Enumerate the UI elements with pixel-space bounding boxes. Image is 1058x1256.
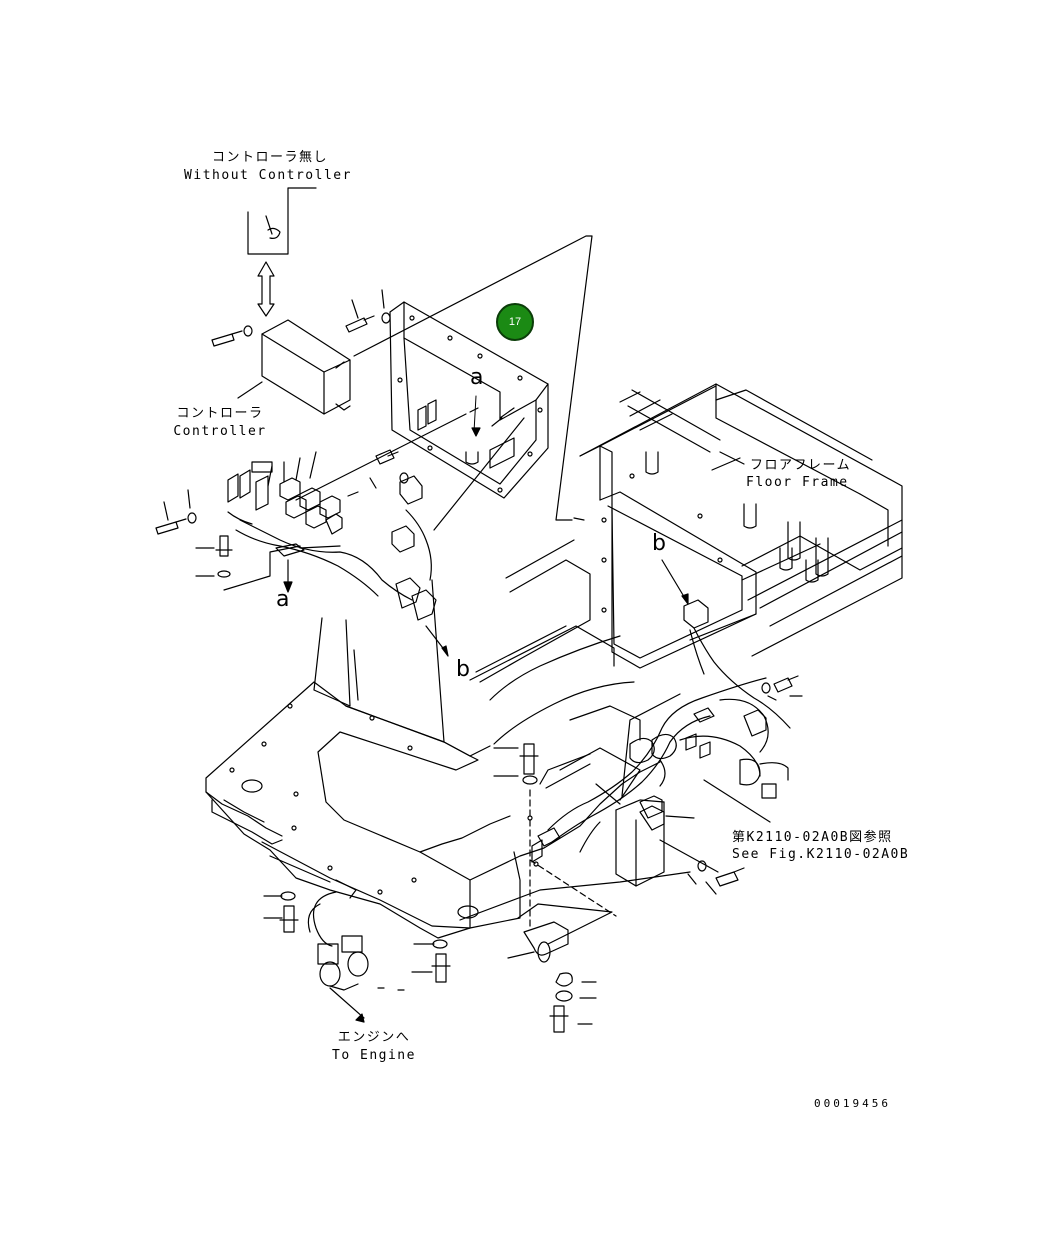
- center-bolt: [493, 743, 539, 785]
- bracket-leader: [223, 545, 301, 591]
- see-fig-leader: [703, 779, 771, 823]
- controller-jp-label: コントローラ: [176, 406, 264, 421]
- relay-bolt: [155, 489, 197, 535]
- controller-leader: [237, 381, 263, 399]
- main-harness: [531, 677, 789, 863]
- arrowhead-b-left: [441, 645, 449, 657]
- marker-b-right: b: [652, 531, 666, 556]
- callout-number: 17: [508, 316, 522, 328]
- panel-assembly: [389, 301, 549, 499]
- engine-connectors: [307, 879, 369, 1023]
- floor-frame: [579, 383, 903, 657]
- without-controller-en-label: Without Controller: [184, 168, 352, 183]
- controller-en-label: Controller: [173, 424, 267, 439]
- arrowhead-a-lower: [283, 581, 293, 593]
- controller-bolt: [211, 325, 253, 347]
- see-fig-en-label: See Fig.K2110-02A0B: [732, 847, 910, 862]
- harness-leader: [295, 413, 467, 501]
- right-bolt-upper: [761, 675, 803, 701]
- connector-leader: [433, 417, 525, 531]
- arrowhead-b-right: [681, 593, 689, 605]
- small-bolt-left: [195, 535, 233, 578]
- relay-block: [227, 451, 413, 601]
- floor-frame-en-label: Floor Frame: [746, 475, 849, 490]
- to-engine-jp-label: エンジンへ: [337, 1030, 411, 1045]
- lower-left-bolts: [263, 891, 299, 933]
- marker-a-upper: a: [470, 365, 484, 390]
- rear-panel: [469, 445, 757, 683]
- central-post: [539, 693, 681, 887]
- part-callout-17[interactable]: 17: [496, 303, 534, 341]
- right-connector: [683, 599, 791, 729]
- lower-clamp: [507, 921, 597, 1033]
- lower-mid-bolts: [411, 939, 451, 983]
- panel-bolt: [345, 289, 391, 333]
- arrow-b-right: [661, 559, 687, 601]
- post-leader-2: [659, 839, 719, 873]
- tick-marks: [377, 987, 405, 991]
- controller-unit: [261, 319, 351, 415]
- detail-bracket: [353, 235, 593, 521]
- without-controller-jp-label: コントローラ無し: [211, 150, 329, 165]
- see-fig-jp-label: 第K2110-02A0B図参照: [732, 830, 893, 845]
- bracket-line: [689, 613, 757, 641]
- to-engine-en-label: To Engine: [332, 1048, 416, 1063]
- without-controller-inset: [247, 187, 317, 255]
- marker-a-lower: a: [276, 587, 290, 612]
- dash-line: [529, 859, 617, 917]
- post-leader: [665, 815, 695, 819]
- floor-plate: [205, 635, 691, 945]
- drawing-number: 00019456: [814, 1097, 891, 1110]
- double-arrow: [257, 261, 275, 317]
- marker-b-left: b: [456, 657, 470, 682]
- floor-frame-jp-label: フロアフレーム: [750, 458, 852, 473]
- floor-frame-leader-2: [711, 457, 741, 471]
- floor-frame-leader: [573, 517, 585, 521]
- right-bolt-lower: [687, 860, 745, 895]
